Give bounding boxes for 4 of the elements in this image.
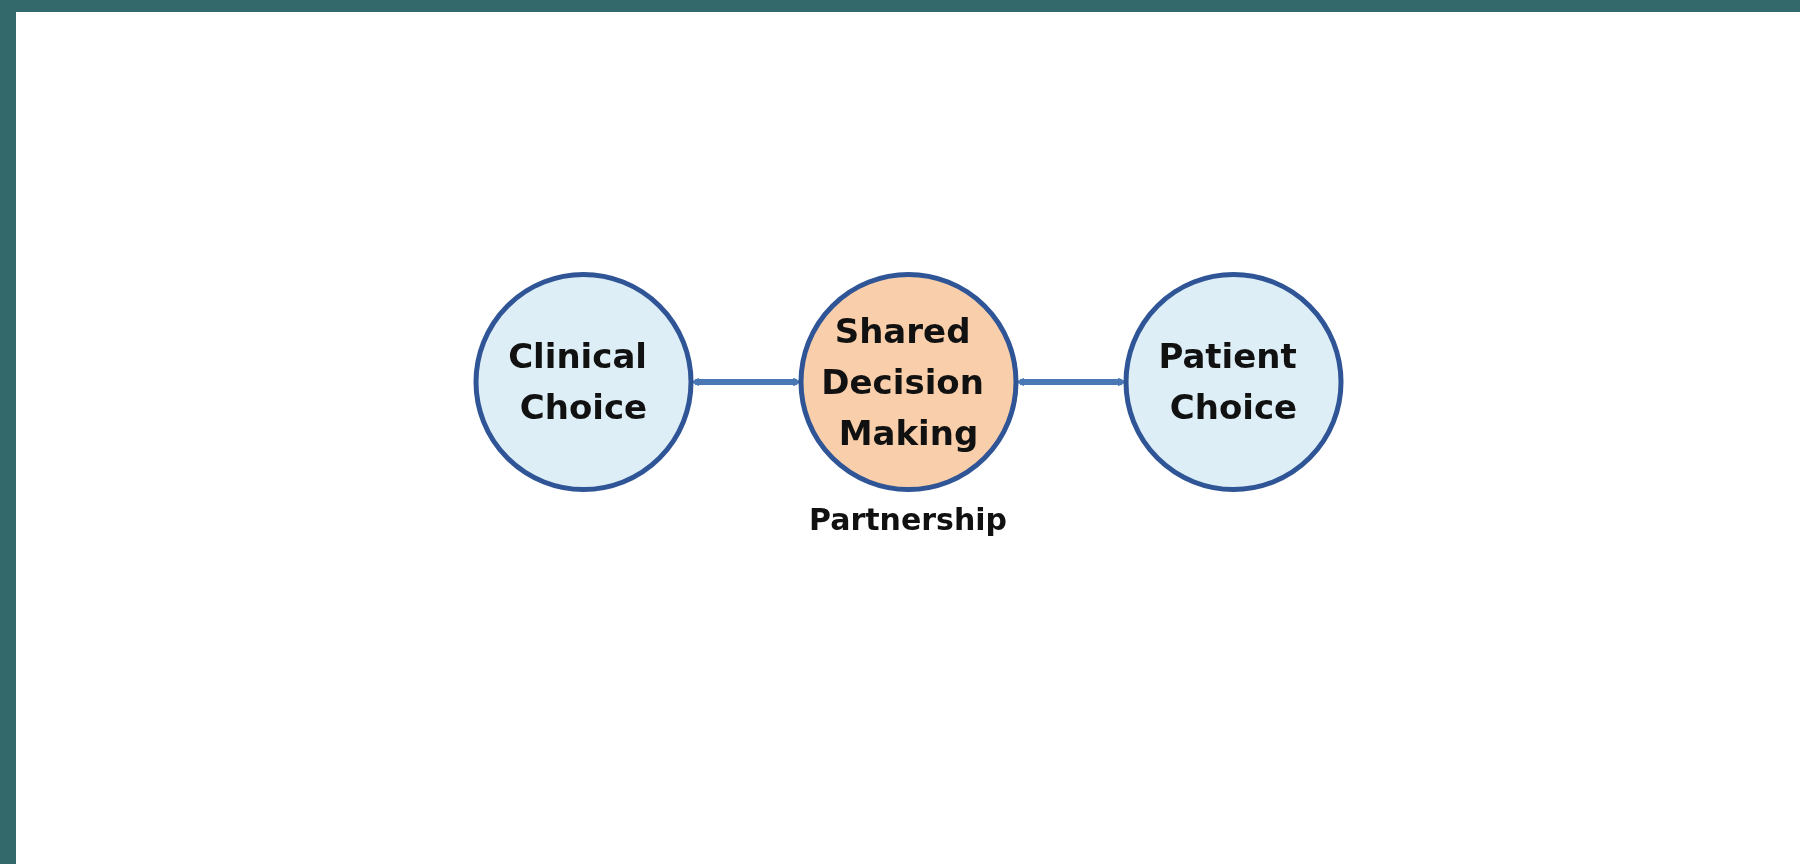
node-circle: Clinical Choice <box>473 272 693 492</box>
node-circle: Shared Decision Making <box>798 272 1018 492</box>
node-circle: Patient Choice <box>1123 272 1343 492</box>
node-caption: Partnership <box>809 501 1007 537</box>
